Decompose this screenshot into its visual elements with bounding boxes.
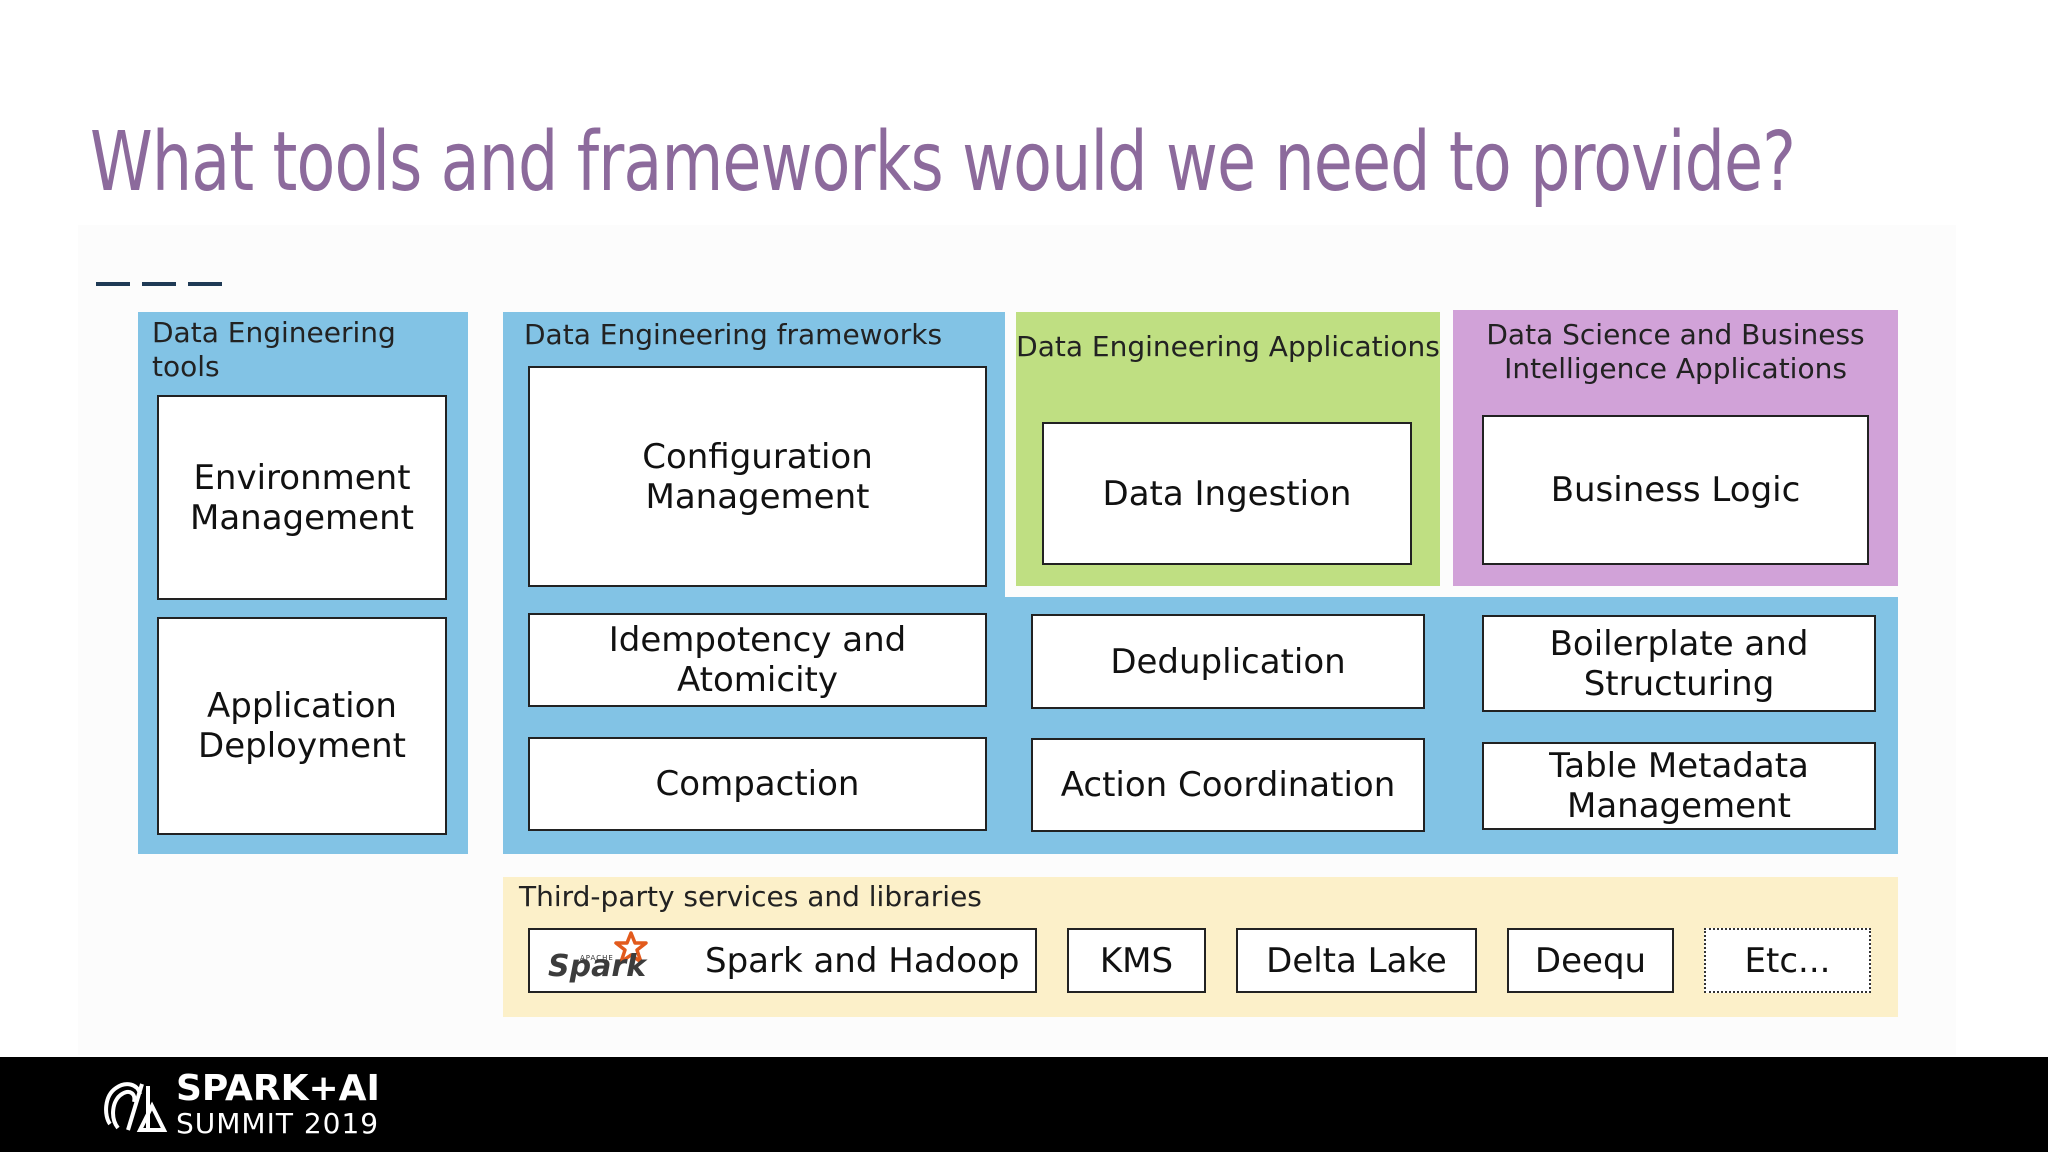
footer-brand: SPARK+AI bbox=[176, 1068, 380, 1109]
spark-hadoop-label: Spark and Hadoop bbox=[705, 940, 1020, 981]
apache-spark-logo: APACHE Spark bbox=[542, 930, 652, 991]
etc-box: Etc... bbox=[1704, 928, 1871, 993]
deequ-box: Deequ bbox=[1507, 928, 1674, 993]
footer-bar: SPARK+AI SUMMIT 2019 bbox=[0, 1057, 2048, 1152]
spark-star-icon bbox=[614, 930, 648, 964]
kms-box: KMS bbox=[1067, 928, 1206, 993]
title-dash bbox=[142, 282, 176, 286]
panel-de-tools-label: Data Engineering tools bbox=[152, 316, 396, 383]
application-deployment-box: Application Deployment bbox=[157, 617, 447, 835]
environment-management-box: Environment Management bbox=[157, 395, 447, 600]
title-dash bbox=[96, 282, 130, 286]
spark-ai-summit-logo-icon bbox=[104, 1082, 168, 1132]
slide-title: What tools and frameworks would we need … bbox=[90, 115, 1796, 210]
title-dash bbox=[188, 282, 222, 286]
compaction-box: Compaction bbox=[528, 737, 987, 831]
spark-logo-name-text: Spark bbox=[548, 948, 647, 984]
action-coordination-box: Action Coordination bbox=[1031, 738, 1425, 832]
spark-hadoop-box: APACHE Spark Spark and Hadoop bbox=[528, 928, 1037, 993]
delta-lake-box: Delta Lake bbox=[1236, 928, 1477, 993]
panel-ds-bi-applications-label: Data Science and Business Intelligence A… bbox=[1486, 318, 1865, 385]
panel-third-party-label: Third-party services and libraries bbox=[519, 880, 982, 913]
panel-de-frameworks-label: Data Engineering frameworks bbox=[524, 318, 943, 351]
configuration-management-box: Configuration Management bbox=[528, 366, 987, 587]
boilerplate-structuring-box: Boilerplate and Structuring bbox=[1482, 615, 1876, 712]
spark-logo-apache-text: APACHE bbox=[580, 953, 614, 962]
business-logic-box: Business Logic bbox=[1482, 415, 1869, 565]
footer-event: SUMMIT 2019 bbox=[176, 1107, 380, 1140]
panel-de-applications-label: Data Engineering Applications bbox=[1016, 330, 1440, 363]
data-ingestion-box: Data Ingestion bbox=[1042, 422, 1412, 565]
deduplication-box: Deduplication bbox=[1031, 614, 1425, 709]
idempotency-atomicity-box: Idempotency and Atomicity bbox=[528, 613, 987, 707]
table-metadata-management-box: Table Metadata Management bbox=[1482, 742, 1876, 830]
